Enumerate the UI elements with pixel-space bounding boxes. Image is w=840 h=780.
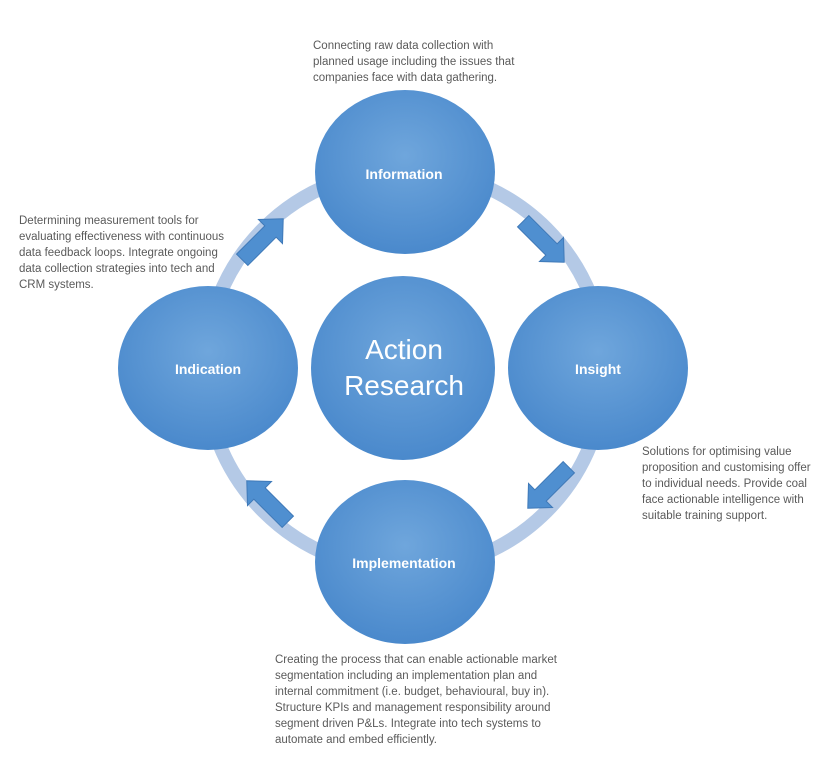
center-label-line1: Action [365,334,443,365]
indication-circle [118,286,298,450]
indication-label: Indication [174,361,242,377]
information-label: Information [365,166,443,182]
insight-circle [508,286,688,450]
arrow-implementation-to-indication [246,480,295,529]
note-line: data feedback loops. Integrate ongoing [19,247,218,259]
note-line: evaluating effectiveness with continuous [19,231,225,243]
note-line: companies face with data gathering. [313,72,498,84]
implementation-note: Creating the process that can enable act… [275,652,557,748]
insight-label: Insight [575,361,621,377]
center-label-line2: Research [344,370,464,401]
note-line: to individual needs. Provide coal [642,478,807,490]
center-label: Action Research [344,332,464,404]
arrow-insight-to-implementation [527,460,576,509]
note-line: Connecting raw data collection with [313,40,494,52]
information-note: Connecting raw data collection with plan… [313,38,514,86]
information-circle [315,90,495,254]
note-line: segment driven P&Ls. Integrate into tech… [275,718,541,730]
note-line: Structure KPIs and management responsibi… [275,702,551,714]
note-line: Creating the process that can enable act… [275,654,557,666]
note-line: Solutions for optimising value [642,446,792,458]
center-circle [311,276,495,460]
note-line: segmentation including an implementation… [275,670,538,682]
note-line: suitable training support. [642,510,768,522]
note-line: face actionable intelligence with [642,494,804,506]
note-line: CRM systems. [19,279,94,291]
note-line: data collection strategies into tech and [19,263,215,275]
note-line: proposition and customising offer [642,462,811,474]
arrow-indication-to-information [235,218,284,267]
indication-note: Determining measurement tools for evalua… [19,213,224,293]
note-line: Determining measurement tools for [19,215,199,227]
note-line: automate and embed efficiently. [275,734,437,746]
note-line: planned usage including the issues that [313,56,515,68]
insight-note: Solutions for optimising value propositi… [642,444,811,524]
implementation-circle [315,480,495,644]
implementation-label: Implementation [352,555,456,571]
arrow-information-to-insight [516,214,565,263]
note-line: internal commitment (i.e. budget, behavi… [275,686,550,698]
